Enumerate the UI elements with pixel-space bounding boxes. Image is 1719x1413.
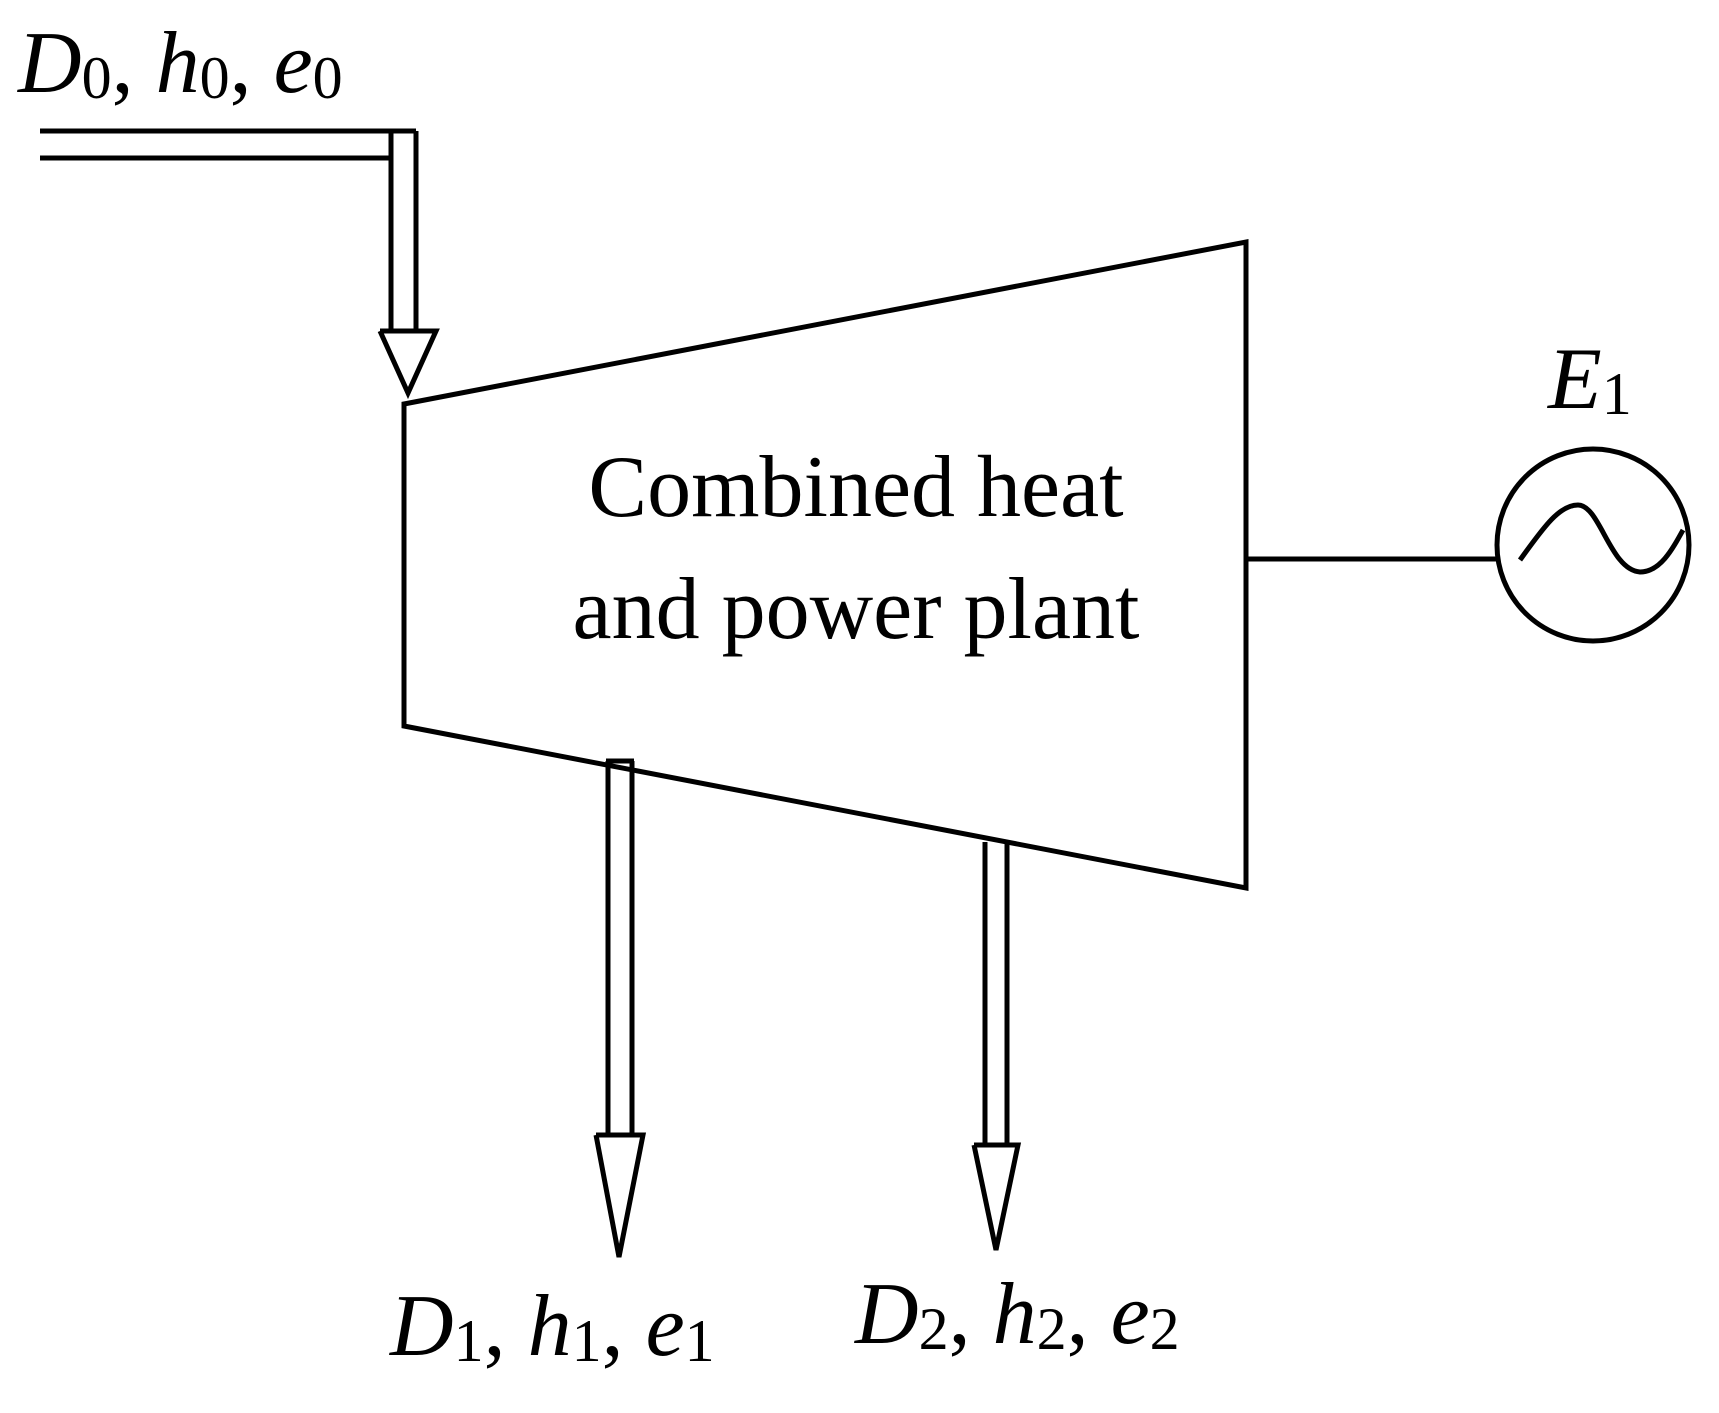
outlet-1-separator-2: , (602, 1278, 646, 1375)
generator-power-subscript: 1 (1602, 361, 1632, 427)
outlet-2-separator-1: , (949, 1266, 993, 1363)
block-title-line-1: Combined heat (588, 439, 1123, 536)
outlet-2-exergy-symbol: e (1111, 1266, 1150, 1363)
outlet-1-label: D1, h1, e1 (389, 1278, 715, 1375)
generator-circle (1494, 446, 1692, 644)
inlet-enthalpy-symbol: h (156, 15, 200, 112)
inlet-arrow-head (377, 328, 440, 400)
outlet-1-arrow-head (593, 1132, 647, 1258)
outlet-2-enthalpy-subscript: 2 (1037, 1296, 1067, 1362)
inlet-flow-symbol: D (17, 15, 82, 112)
outlet-2-exergy-subscript: 2 (1150, 1296, 1180, 1362)
generator-power-symbol: E (1546, 331, 1602, 428)
ac-sine-icon (1517, 502, 1686, 575)
block-title-line-2: and power plant (573, 561, 1140, 658)
outlet-1-enthalpy-subscript: 1 (572, 1308, 602, 1374)
chp-plant-block (401, 238, 1249, 892)
outlet-1-enthalpy-symbol: h (528, 1278, 572, 1375)
outlet-2-pipe (971, 842, 1022, 1251)
generator-label: E1 (1546, 331, 1632, 428)
outlet-2-enthalpy-symbol: h (993, 1266, 1037, 1363)
outlet-1-exergy-subscript: 1 (685, 1308, 715, 1374)
outlet-2-label: D2, h2, e2 (854, 1266, 1180, 1363)
generator-symbol (1494, 446, 1692, 644)
inlet-flow-subscript: 0 (82, 45, 112, 111)
inlet-enthalpy-subscript: 0 (200, 45, 230, 111)
outlet-2-separator-2: , (1067, 1266, 1111, 1363)
inlet-exergy-symbol: e (274, 15, 313, 112)
inlet-separator-2: , (230, 15, 274, 112)
outlet-1-pipe (593, 758, 647, 1258)
outlet-1-flow-symbol: D (389, 1278, 454, 1375)
outlet-1-separator-1: , (484, 1278, 528, 1375)
inlet-pipe (40, 128, 440, 400)
inlet-exergy-subscript: 0 (313, 45, 343, 111)
outlet-2-arrow-head (971, 1142, 1022, 1251)
outlet-2-flow-subscript: 2 (919, 1296, 949, 1362)
inlet-separator-1: , (112, 15, 156, 112)
outlet-1-flow-subscript: 1 (454, 1308, 484, 1374)
outlet-1-exergy-symbol: e (646, 1278, 685, 1375)
inlet-label: D0, h0, e0 (17, 15, 343, 112)
outlet-2-flow-symbol: D (854, 1266, 919, 1363)
